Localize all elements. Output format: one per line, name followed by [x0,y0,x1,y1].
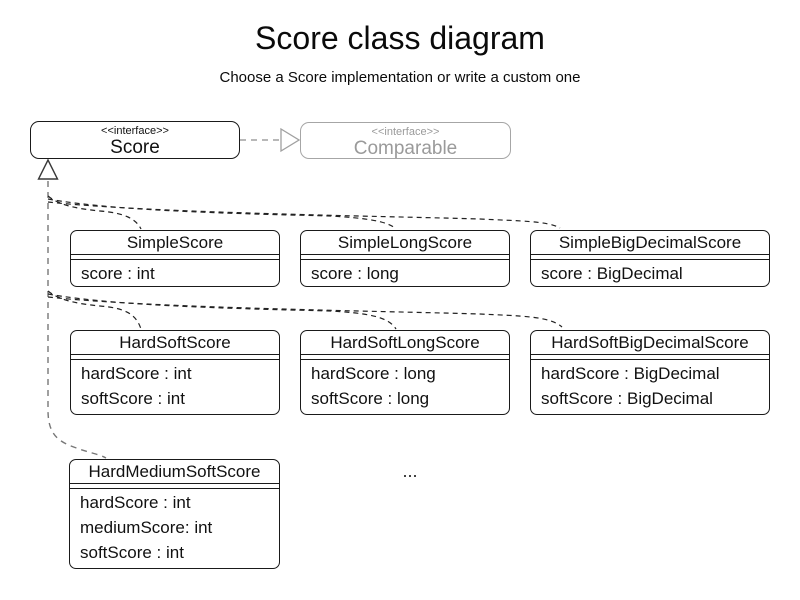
score-stereotype: <<interface>> [101,125,169,137]
comparable-stereotype: <<interface>> [371,126,440,138]
class-attribute: score : int [81,264,155,283]
class-attribute: hardScore : int [80,493,191,512]
class-name: HardSoftBigDecimalScore [531,331,769,355]
compartment-divider [301,255,509,260]
class-simplescore: SimpleScore score : int [70,230,280,287]
score-name: Score [110,137,160,158]
class-hardmediumsoftscore: HardMediumSoftScore hardScore : int medi… [69,459,280,569]
page-title: Score class diagram [255,20,545,56]
class-attribute: softScore : long [311,389,430,408]
class-attribute: score : long [311,264,399,283]
class-simplelongscore: SimpleLongScore score : long [300,230,510,287]
inheritance-edge-hardsoftscore [47,290,142,330]
class-attribute: hardScore : BigDecimal [541,364,720,383]
class-name: HardMediumSoftScore [70,460,279,484]
compartment-divider [71,355,279,360]
class-name: SimpleScore [71,231,279,255]
class-attribute: softScore : int [80,543,184,562]
interface-score: <<interface>> Score [30,121,240,159]
inheritance-edge-simplebigdecimalscore [47,201,561,229]
comparable-name: Comparable [353,138,458,159]
class-name: SimpleBigDecimalScore [531,231,769,255]
class-attribute: softScore : BigDecimal [541,389,713,408]
class-attribute: softScore : int [81,389,185,408]
realization-triangle-icon [280,127,301,153]
class-name: HardSoftScore [71,331,279,355]
compartment-divider [301,355,509,360]
compartment-divider [71,255,279,260]
class-attribute: mediumScore: int [80,518,213,537]
inheritance-edge-hardsoftbigdecimalscore [47,296,563,328]
class-attribute: score : BigDecimal [541,264,683,283]
compartment-divider [70,484,279,489]
class-name: HardSoftLongScore [301,331,509,355]
compartment-divider [531,355,769,360]
class-hardsoftscore: HardSoftScore hardScore : int softScore … [70,330,280,415]
inheritance-edge-hardsoftlongscore [47,293,397,330]
compartment-divider [531,255,769,260]
inheritance-edge-hardmediumsoftscore [47,181,107,459]
more-implementations-ellipsis: ... [402,461,418,481]
page-subtitle: Choose a Score implementation or write a… [219,69,581,86]
interface-comparable: <<interface>> Comparable [300,122,511,159]
inheritance-edge-simplelongscore [47,198,397,230]
class-simplebigdecimalscore: SimpleBigDecimalScore score : BigDecimal [530,230,770,287]
inheritance-triangle-icon [37,158,59,180]
class-attribute: hardScore : int [81,364,192,383]
class-hardsoftbigdecimalscore: HardSoftBigDecimalScore hardScore : BigD… [530,330,770,415]
inheritance-edge-simplescore [47,195,142,230]
class-attribute: hardScore : long [311,364,436,383]
class-hardsoftlongscore: HardSoftLongScore hardScore : long softS… [300,330,510,415]
class-name: SimpleLongScore [301,231,509,255]
